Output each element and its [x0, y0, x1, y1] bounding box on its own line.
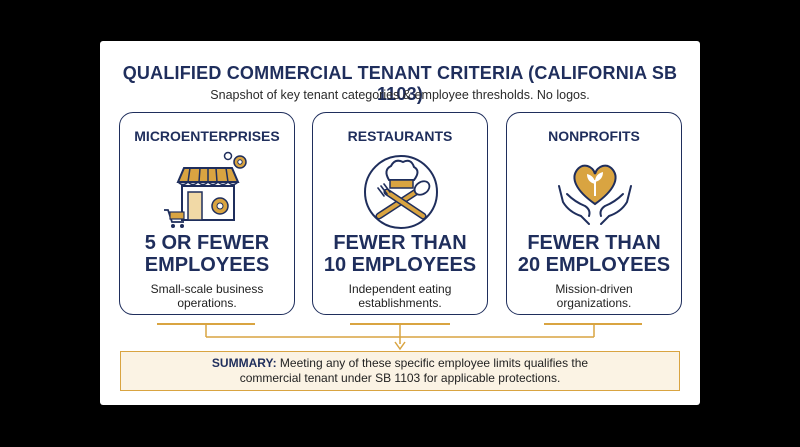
- heart-hands-plant-icon: [558, 164, 632, 225]
- description-line: establishments.: [358, 296, 442, 310]
- description-line: operations.: [177, 296, 237, 310]
- page-subtitle: Snapshot of key tenant categories & empl…: [210, 88, 590, 102]
- card-title: MICROENTERPRISES: [134, 128, 280, 144]
- card-threshold: 5 OR FEWER EMPLOYEES: [120, 232, 294, 276]
- summary-label: SUMMARY:: [211, 356, 277, 370]
- threshold-line: 20 EMPLOYEES: [517, 254, 671, 276]
- summary-text: Meeting any of these specific employee l…: [279, 356, 589, 370]
- storefront-gear-cart-icon: [164, 151, 247, 228]
- card-threshold: FEWER THAN 20 EMPLOYEES: [507, 232, 681, 276]
- threshold-line: FEWER THAN: [527, 232, 661, 254]
- description-line: organizations.: [556, 296, 632, 310]
- threshold-line: EMPLOYEES: [144, 254, 270, 276]
- threshold-line: 10 EMPLOYEES: [323, 254, 477, 276]
- summary-line: commercial tenant under SB 1103 for appl…: [239, 371, 561, 385]
- card-description: Independent eating establishments.: [313, 282, 487, 310]
- description-line: Small-scale business: [150, 282, 264, 296]
- threshold-line: 5 OR FEWER: [144, 232, 270, 254]
- description-line: Mission-driven: [555, 282, 633, 296]
- card-microenterprises: MICROENTERPRISES 5 OR FEWER EMPLOYEES: [119, 112, 295, 315]
- card-description: Mission-driven organizations.: [507, 282, 681, 310]
- card-description: Small-scale business operations.: [120, 282, 294, 310]
- card-nonprofits: NONPROFITS FEWER THAN 20 EMPLOYEES Missi…: [506, 112, 682, 315]
- summary-line: SUMMARY: Meeting any of these specific e…: [121, 356, 679, 371]
- card-restaurants: RESTAURANTS FEWER THAN 10 EMPLOYEES Inde…: [312, 112, 488, 315]
- threshold-line: FEWER THAN: [333, 232, 467, 254]
- infographic-panel: QUALIFIED COMMERCIAL TENANT CRITERIA (CA…: [100, 41, 700, 405]
- card-title: NONPROFITS: [548, 128, 640, 144]
- card-title: RESTAURANTS: [347, 128, 453, 144]
- summary-box: SUMMARY: Meeting any of these specific e…: [120, 351, 680, 391]
- chef-hat-utensils-icon: [364, 155, 438, 229]
- card-threshold: FEWER THAN 10 EMPLOYEES: [313, 232, 487, 276]
- page-title: QUALIFIED COMMERCIAL TENANT CRITERIA (CA…: [122, 63, 678, 104]
- description-line: Independent eating: [348, 282, 452, 296]
